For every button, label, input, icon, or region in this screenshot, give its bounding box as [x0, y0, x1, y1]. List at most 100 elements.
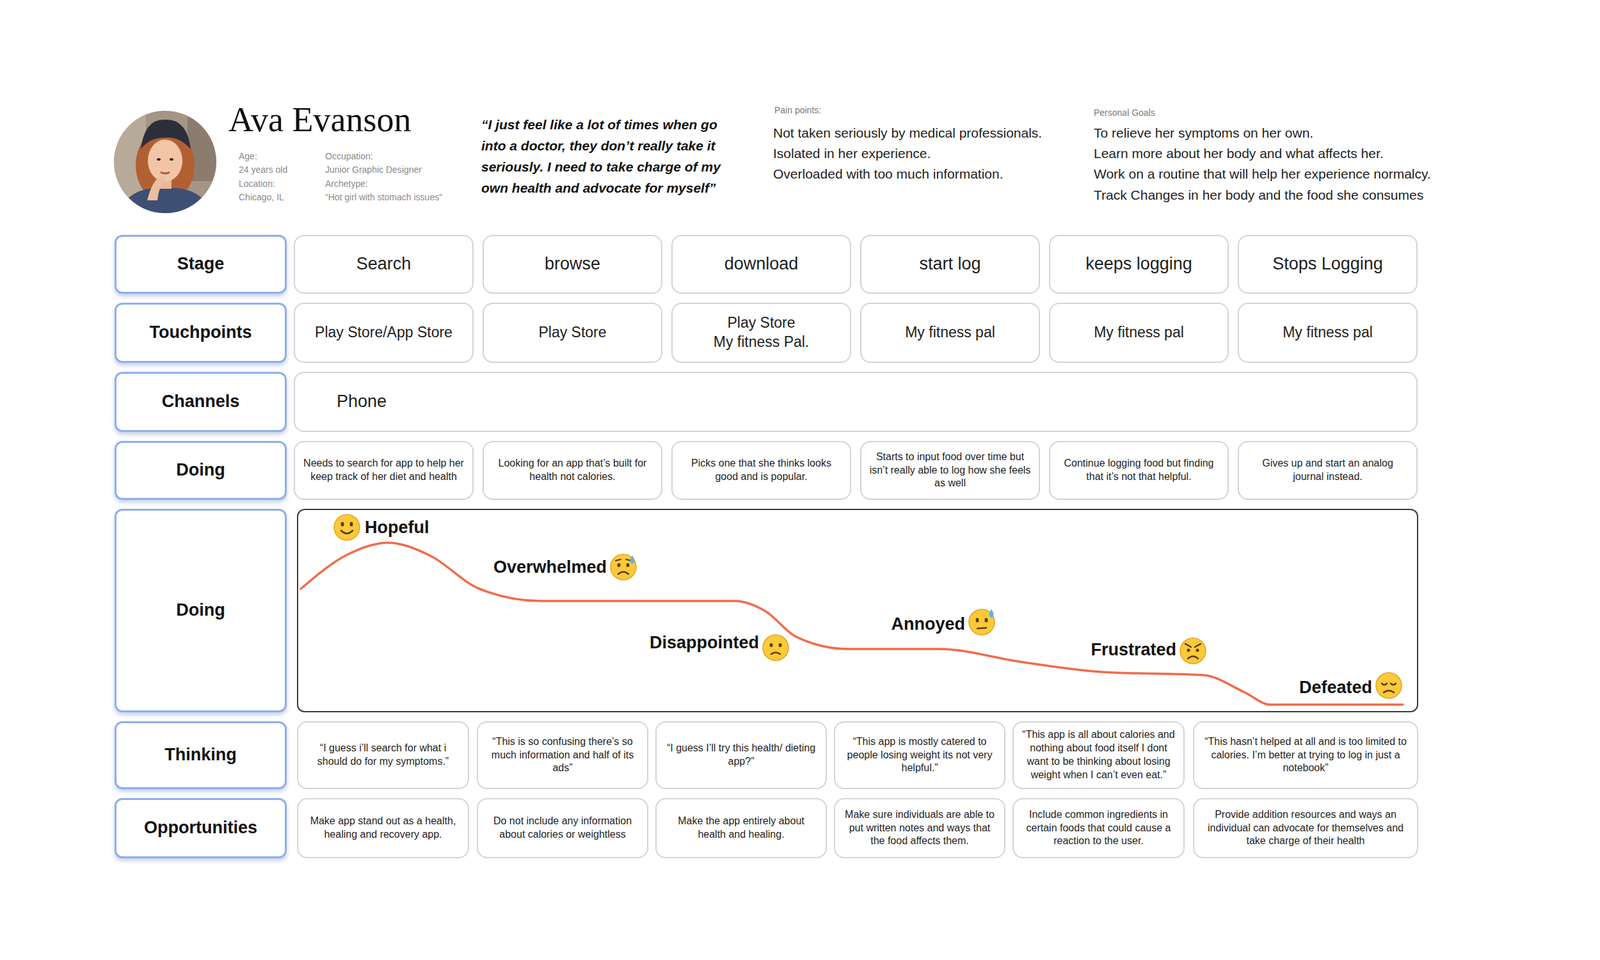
portrait-photo [169, 158, 174, 161]
row-title: Stage [177, 252, 225, 276]
cell-content: Play Store/App Store [302, 323, 465, 343]
journey-cell: start log [860, 234, 1040, 294]
cell-content: download [680, 252, 843, 276]
journey-cell: Play StoreMy fitness Pal. [671, 302, 852, 363]
journey-cell: download [671, 234, 852, 294]
pain-point: Isolated in her experience. [773, 145, 931, 162]
cell-text: Provide addition resources and ways an i… [1201, 808, 1410, 848]
cell-content: “This is so confusing there’s so much in… [485, 735, 640, 776]
row-header: Doing [114, 440, 287, 500]
journey-cell: Picks one that she thinks looks good and… [671, 440, 852, 500]
cell-content: My fitness pal [1246, 323, 1409, 343]
cell-content: Search [302, 252, 465, 276]
cell-content: Gives up and start an analog journal ins… [1246, 456, 1409, 484]
cell-text: Make the app entirely about health and h… [664, 814, 818, 842]
cell-text: keeps logging [1085, 252, 1193, 276]
journey-cell: Gives up and start an analog journal ins… [1237, 440, 1418, 500]
cell-content: Stage [124, 252, 278, 276]
sweat-emoji [630, 555, 635, 564]
emotion-label: Frustrated [1090, 639, 1177, 660]
journey-cell: Starts to input food over time but isn’t… [860, 440, 1040, 500]
cell-text: “This hasn’t helped at all and is too li… [1201, 735, 1410, 776]
journey-cell: Play Store [482, 302, 663, 363]
journey-cell: Needs to search for app to help her keep… [293, 440, 474, 500]
pain-point: Overloaded with too much information. [773, 165, 1004, 182]
emotion-curve-art [296, 508, 1419, 713]
cell-content: start log [869, 252, 1032, 276]
cell-content: Doing [124, 458, 278, 482]
portrait-photo [147, 139, 183, 182]
persona-name: Ava Evanson [228, 102, 411, 137]
pain-point: Not taken seriously by medical professio… [773, 124, 1042, 141]
cell-text: Play Store/App Store [314, 323, 453, 343]
cell-text: My fitness pal [1093, 323, 1184, 343]
cell-content: Opportunities [124, 816, 278, 840]
info-value: 24 years old [238, 164, 288, 176]
cell-text: Do not include any information about cal… [485, 814, 640, 842]
disappointed-emoji [769, 643, 774, 648]
angry-emoji [1194, 643, 1201, 648]
journey-cell: My fitness pal [860, 302, 1040, 363]
annoyed-emoji [984, 618, 989, 623]
cell-text: download [724, 252, 799, 276]
cell-content: Make app stand out as a health, healing … [305, 814, 461, 842]
disappointed-emoji [771, 652, 781, 655]
happy-emoji [350, 522, 354, 527]
cell-content: Looking for an app that’s built for heal… [491, 456, 654, 484]
goal-item: Track Changes in her body and the food s… [1093, 186, 1424, 203]
info-label: Location: [238, 178, 276, 190]
defeated-emoji [1376, 672, 1402, 699]
info-label: Occupation: [325, 151, 374, 162]
happy-emoji [334, 514, 360, 541]
angry-emoji [1187, 656, 1199, 660]
happy-emoji [341, 522, 345, 527]
emotion-label: Overwhelmed [493, 556, 607, 578]
cell-content: Starts to input food over time but isn’t… [869, 450, 1032, 491]
journey-cell: My fitness pal [1048, 302, 1229, 363]
cell-content: “I guess i’ll search for what i should d… [305, 741, 461, 769]
info-value: “Hot girl with stomach issues” [325, 192, 443, 203]
annoyed-emoji [968, 609, 995, 635]
journey-cell: Make app stand out as a health, healing … [296, 798, 470, 859]
sweat-emoji [610, 554, 637, 580]
cell-text: Needs to search for app to help her keep… [302, 456, 465, 484]
angry-emoji [1185, 643, 1192, 648]
cell-text: Continue logging food but finding that i… [1057, 456, 1220, 484]
cell-content: Provide addition resources and ways an i… [1201, 808, 1410, 848]
info-value: Junior Graphic Designer [325, 164, 422, 176]
portrait-photo [117, 187, 214, 220]
cell-content: Include common ingredients in certain fo… [1021, 808, 1176, 848]
cell-content: “This hasn’t helped at all and is too li… [1201, 735, 1410, 776]
cell-text: Starts to input food over time but isn’t… [869, 450, 1032, 491]
info-label: Age: [238, 151, 258, 162]
portrait-photo [147, 176, 166, 201]
defeated-emoji [1381, 683, 1387, 685]
sweat-emoji [610, 554, 637, 580]
row-header: Thinking [114, 721, 287, 790]
cell-content: Picks one that she thinks looks good and… [680, 456, 843, 484]
row-header: Doing [114, 508, 287, 713]
row-title: Opportunities [144, 816, 258, 840]
info-label: Archetype: [325, 178, 368, 190]
goal-item: Work on a routine that will help her exp… [1093, 165, 1432, 182]
section-heading: Personal Goals [1093, 107, 1156, 119]
journey-cell: Stops Logging [1237, 234, 1418, 294]
cell-content: Play Store [491, 323, 654, 343]
defeated-emoji [1383, 690, 1394, 693]
cell-text: browse [544, 252, 601, 276]
sweat-emoji [615, 559, 621, 561]
row-title: Channels [161, 390, 240, 413]
cell-content: browse [491, 252, 654, 276]
cell-content: Stops Logging [1246, 252, 1409, 276]
journey-cell: Provide addition resources and ways an i… [1192, 798, 1419, 859]
row-header: Touchpoints [114, 302, 287, 363]
portrait-photo [107, 104, 223, 220]
cell-text: Play Store [538, 323, 607, 343]
cell-text: “This is so confusing there’s so much in… [485, 735, 640, 776]
emotion-label: Defeated [1299, 677, 1373, 698]
cell-content: “This app is all about calories and noth… [1021, 728, 1176, 782]
cell-content: “This app is mostly catered to people lo… [842, 735, 997, 776]
journey-cell: Continue logging food but finding that i… [1048, 440, 1229, 500]
emotion-label: Disappointed [649, 632, 760, 653]
sweat-emoji [626, 563, 630, 568]
